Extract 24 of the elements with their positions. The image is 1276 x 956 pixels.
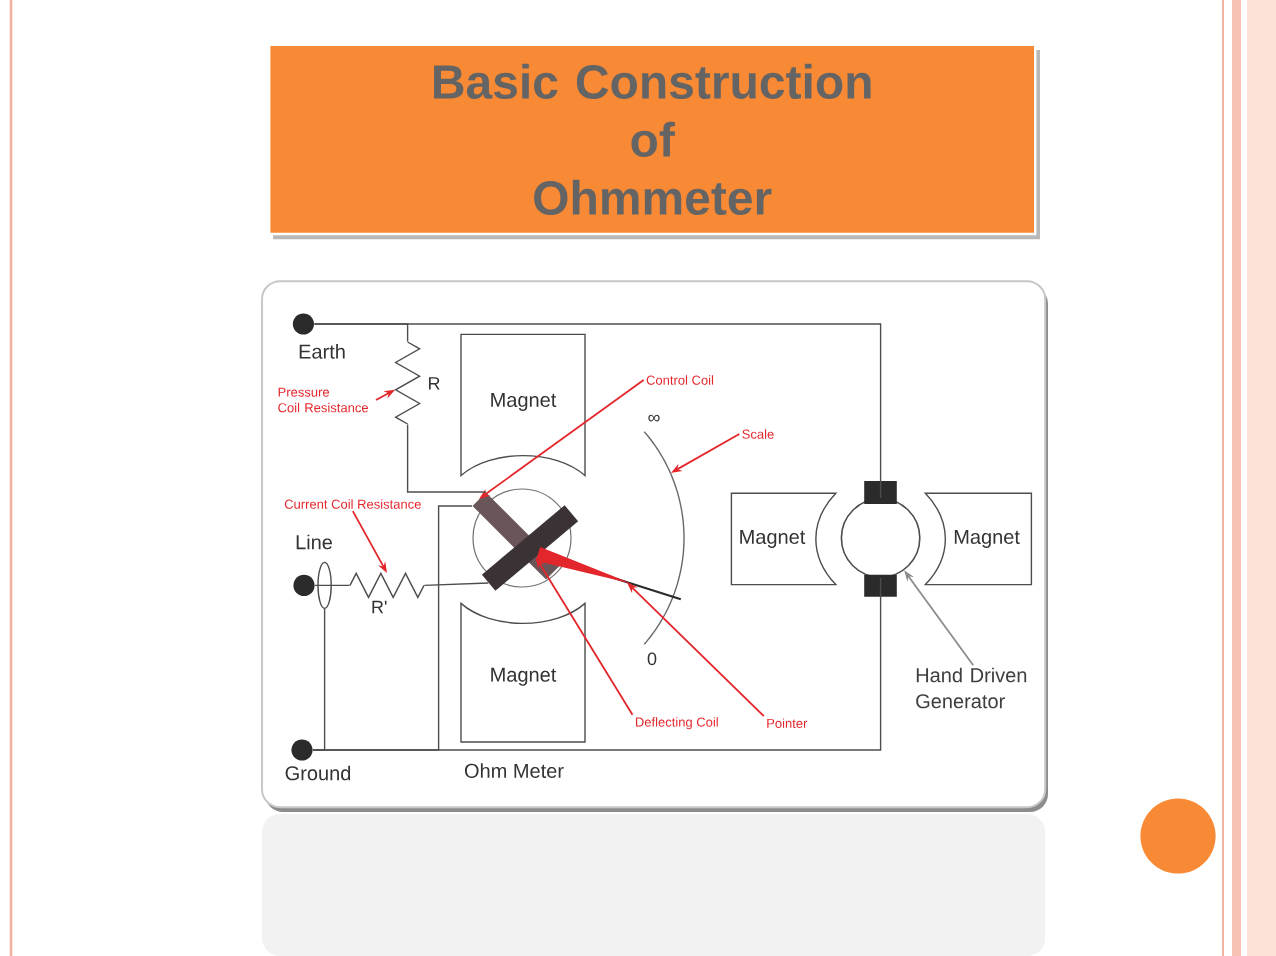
cable-ring: [317, 561, 332, 610]
resistor-symbol: [349, 571, 425, 599]
wire: [312, 505, 473, 751]
part-label: Ohm Meter: [464, 763, 564, 778]
resistor-label: R: [429, 377, 440, 390]
wire: [423, 582, 490, 587]
callout-label: Hand Driven Generator: [916, 667, 1027, 709]
terminal-label: Earth: [299, 344, 345, 359]
terminal-dot: [291, 739, 313, 761]
terminal-label: Line: [296, 534, 332, 550]
terminal-dot: [293, 574, 315, 596]
terminal-label: Ground: [285, 765, 351, 781]
terminal-dot: [292, 313, 314, 335]
wire: [313, 323, 882, 499]
scale-arc: [643, 431, 685, 645]
title-banner: Basic Construction of Ohmmeter: [268, 43, 1040, 240]
pointer-needle: [535, 547, 682, 601]
resistor-symbol: [394, 341, 422, 425]
resistor-label: R': [372, 600, 387, 614]
coil-bar: [481, 505, 579, 591]
wire: [406, 423, 487, 493]
scale-mark: ∞: [648, 414, 660, 422]
wire: [314, 584, 351, 587]
scale-mark: 0: [647, 652, 657, 666]
